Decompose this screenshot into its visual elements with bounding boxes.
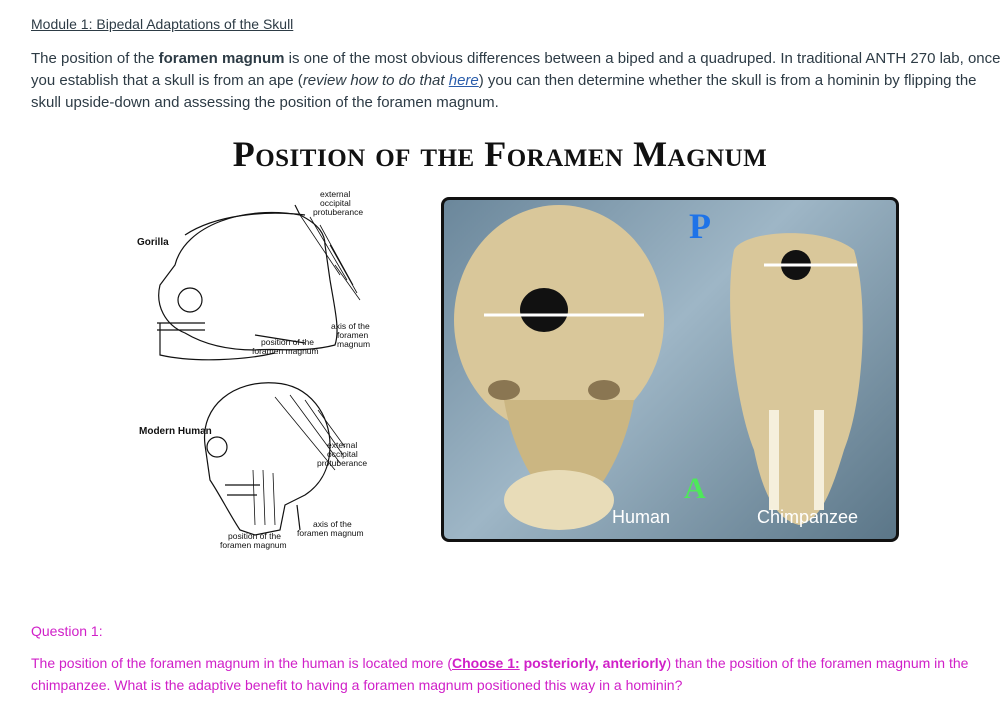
- chimp-skull-photo: [730, 233, 863, 525]
- question-text-2: ) than the position of the foramen magnu…: [31, 655, 969, 693]
- gorilla-axis-text-3: magnum: [337, 339, 370, 349]
- gorilla-axis-text-1: axis of the: [331, 321, 370, 331]
- human-pos-text-1: position of the: [228, 531, 281, 541]
- human-eop-text-2: occipital: [327, 449, 358, 459]
- question-title: Question 1:: [31, 623, 103, 639]
- skull-diagram: Gorilla external occipital protuberance …: [135, 185, 435, 555]
- human-axis-text-2: foramen magnum: [297, 528, 364, 538]
- chimp-caption: Chimpanzee: [757, 507, 858, 527]
- human-eop-text-1: external: [327, 440, 357, 450]
- intro-paragraph: The position of the foramen magnum is on…: [31, 48, 1000, 114]
- posterior-marker: P: [689, 206, 711, 246]
- gorilla-label: Gorilla: [137, 237, 169, 248]
- skull-comparison-photo: P A Human Chimpanzee: [441, 197, 899, 542]
- module-heading: Module 1: Bipedal Adaptations of the Sku…: [31, 16, 294, 32]
- gorilla-axis-text-2: foramen: [337, 330, 368, 340]
- anterior-marker: A: [684, 472, 706, 505]
- intro-text-2: is one of the most obvious differences b…: [31, 50, 1000, 89]
- gorilla-eop-text-2: occipital: [320, 198, 351, 208]
- choose-label: Choose 1:: [452, 655, 520, 671]
- here-link[interactable]: here: [448, 72, 479, 89]
- human-eop-text-3: protuberance: [317, 458, 367, 468]
- human-skull-photo: [454, 205, 664, 530]
- question-text-1: The position of the foramen magnum in th…: [31, 655, 452, 671]
- intro-review-text: review how to do that: [302, 72, 449, 89]
- intro-text-3: ) you can then determine whether the sku…: [31, 72, 977, 111]
- human-label-line: Modern Human: [139, 426, 212, 437]
- gorilla-skull-drawing: [157, 204, 361, 361]
- gorilla-eop-text-1: external: [320, 189, 350, 199]
- gorilla-pos-text-2: foramen magnum: [252, 346, 319, 356]
- intro-term: foramen magnum: [158, 50, 285, 67]
- gorilla-eop-text-3: protuberance: [313, 207, 363, 217]
- human-caption: Human: [612, 507, 670, 527]
- human-pos-text-2: foramen magnum: [220, 540, 287, 550]
- human-skull-drawing: [203, 382, 346, 536]
- choice-options: posteriorly, anteriorly: [519, 655, 667, 671]
- intro-text-1: The position of the: [31, 50, 159, 67]
- question-text: The position of the foramen magnum in th…: [31, 652, 991, 696]
- human-axis-text-1: axis of the: [313, 519, 352, 529]
- figure-title: Position of the Foramen Magnum: [232, 134, 768, 174]
- gorilla-pos-text-1: position of the: [261, 337, 314, 347]
